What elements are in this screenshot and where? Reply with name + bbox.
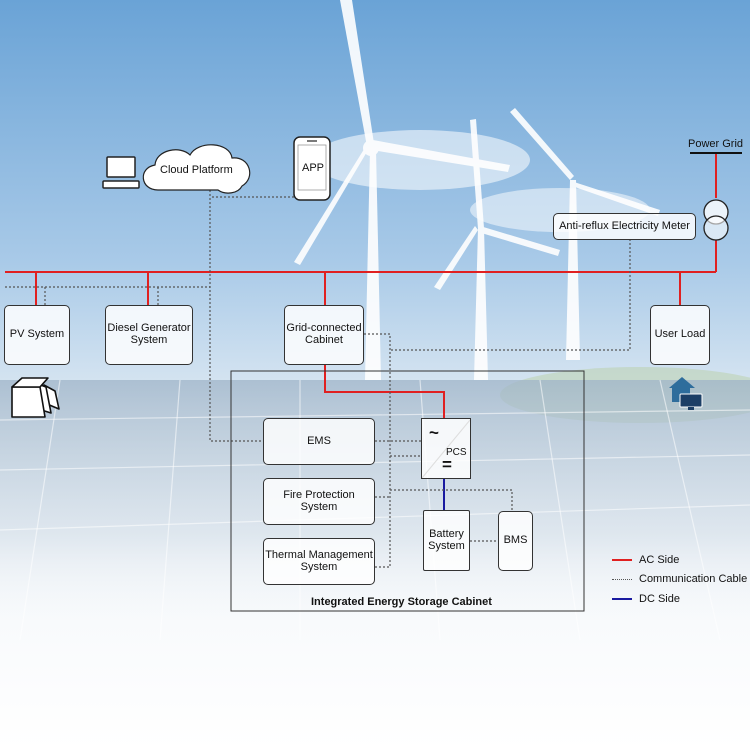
power-grid-label: Power Grid [688, 138, 744, 150]
app-label: APP [302, 162, 325, 174]
grid-connected-cabinet-box: Grid-connected Cabinet [284, 305, 364, 365]
grid-cabinet-label-line2: Cabinet [305, 334, 343, 346]
cloud-platform-label: Cloud Platform [160, 164, 233, 176]
fire-label-line1: Fire Protection [283, 488, 355, 501]
battery-label-line1: Battery [429, 527, 464, 540]
ems-box: EMS [263, 418, 375, 465]
smartphone-icon [293, 136, 331, 201]
pcs-dc-symbol: = [442, 455, 452, 474]
grid-cabinet-label-line1: Grid-connected [286, 322, 362, 335]
transformer-icon [703, 199, 729, 241]
thermal-label-line1: Thermal Management [265, 548, 373, 561]
house-computer-icon [669, 377, 703, 410]
legend-ac-swatch [612, 559, 632, 561]
ac-to-pcs [324, 365, 445, 418]
legend-dc-side: DC Side [612, 593, 680, 605]
user-load-box: User Load [650, 305, 710, 365]
pcs-ac-symbol: ~ [429, 423, 439, 442]
ems-label: EMS [307, 434, 331, 447]
diesel-generator-box: Diesel Generator System [105, 305, 193, 365]
battery-label-line2: System [428, 539, 465, 552]
computer-icon [102, 156, 140, 189]
comm-gridcab [364, 333, 391, 568]
fire-protection-box: Fire Protection System [263, 478, 375, 525]
anti-reflux-meter-box: Anti-reflux Electricity Meter [553, 213, 696, 240]
comm-pcs-bms [390, 489, 513, 511]
legend-ac-side: AC Side [612, 554, 679, 566]
solar-panel-icon [11, 377, 60, 418]
diesel-label-line2: System [130, 334, 168, 346]
thermal-management-box: Thermal Management System [263, 538, 375, 585]
user-load-label: User Load [654, 328, 706, 341]
legend-dc-label: DC Side [639, 593, 680, 605]
cabinet-border [230, 370, 585, 612]
comm-meter-ems [390, 239, 631, 351]
cabinet-title: Integrated Energy Storage Cabinet [311, 596, 492, 608]
pcs-label: PCS [446, 447, 467, 458]
thermal-label-line2: System [300, 560, 338, 573]
pcs-box [421, 418, 471, 479]
ac-lines [5, 153, 717, 418]
diesel-label-line1: Diesel Generator [107, 322, 191, 335]
battery-system-box: Battery System [423, 510, 470, 571]
meter-label: Anti-reflux Electricity Meter [559, 219, 690, 232]
legend-comm-swatch [612, 578, 632, 580]
fire-label-line2: System [300, 500, 338, 513]
legend-communication-cable: Communication Cable [612, 573, 747, 585]
cloud-shape [142, 144, 251, 194]
bms-box: BMS [498, 511, 533, 571]
legend-ac-label: AC Side [639, 554, 680, 566]
legend-dc-swatch [612, 598, 632, 600]
pv-system-box: PV System [4, 305, 70, 365]
comm-cloud-ems [209, 190, 263, 442]
legend-comm-label: Communication Cable [639, 573, 748, 585]
pv-system-label: PV System [9, 328, 65, 341]
bms-label: BMS [503, 534, 528, 547]
